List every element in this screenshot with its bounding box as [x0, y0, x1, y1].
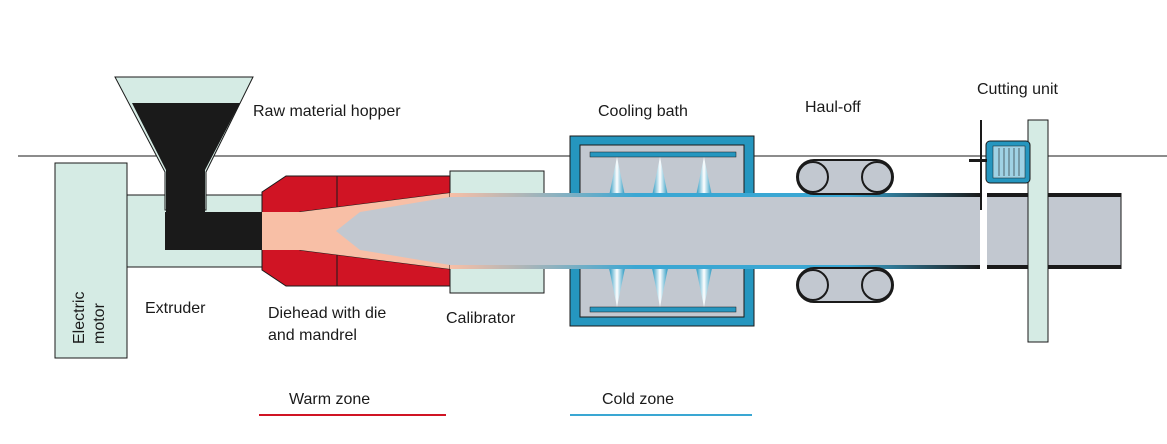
cooling-bath-bottom-bar: [589, 306, 737, 313]
mandrel: [336, 197, 450, 265]
haul-off-bottom: [796, 267, 894, 303]
pipe-body: [450, 197, 980, 265]
diehead-label-line1: Diehead with die: [268, 305, 387, 322]
spray-cone: [652, 268, 668, 307]
motor-label-line2: motor: [91, 303, 108, 344]
pipe-body-end: [987, 197, 1121, 265]
extruder-label: Extruder: [145, 300, 206, 317]
hopper-label: Raw material hopper: [253, 103, 401, 120]
cutting-unit-label: Cutting unit: [977, 81, 1058, 98]
hopper-material: [132, 103, 240, 212]
cutting-blade-arm: [969, 159, 987, 162]
warm-zone-label: Warm zone: [289, 391, 371, 408]
pipe-wall-top-end: [987, 193, 1121, 197]
diehead-label-line2: and mandrel: [268, 327, 357, 344]
cutting-motor-icon: [985, 140, 1031, 184]
cooling-bath-label: Cooling bath: [598, 103, 688, 120]
spray-cone: [652, 157, 668, 196]
electric-motor: [54, 162, 128, 359]
cooling-bath-top-bar: [589, 151, 737, 158]
pipe-wall-top: [450, 193, 980, 197]
spray-cone: [696, 268, 712, 307]
cutting-unit-plate: [1027, 119, 1049, 343]
cold-zone-label: Cold zone: [602, 391, 675, 408]
pipe-wall-bottom: [450, 265, 980, 269]
spray-cone: [609, 268, 625, 307]
spray-cone: [696, 157, 712, 196]
pipe-wall-bottom-end: [987, 265, 1121, 269]
motor-label-line1: Electric: [71, 291, 88, 344]
haul-off-top: [796, 159, 894, 195]
spray-cone: [609, 157, 625, 196]
haul-off-label: Haul-off: [805, 99, 861, 116]
calibrator-label: Calibrator: [446, 310, 516, 327]
